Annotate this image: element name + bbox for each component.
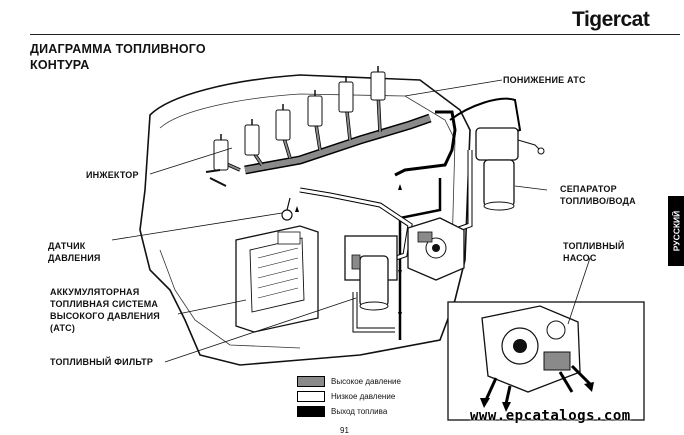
language-side-tab-label: РУССКИЙ: [671, 210, 681, 252]
legend-swatch-high: [297, 376, 325, 387]
engine-block-outline: [139, 74, 471, 366]
legend-swatch-low: [297, 391, 325, 402]
label-fuel-pump-line2: НАСОС: [563, 253, 597, 263]
legend-swatch-return: [297, 406, 325, 417]
legend-item-fuel-return: Выход топлива: [297, 406, 401, 417]
label-separator-line2: ТОПЛИВО/ВОДА: [560, 196, 636, 206]
brand-logo: Tigercat: [572, 8, 650, 31]
legend-label-high: Высокое давление: [331, 376, 401, 386]
pump-detail-drawing: [480, 305, 594, 412]
watermark-link[interactable]: www.epcatalogs.com: [470, 408, 631, 424]
page-title-line1: ДИАГРАММА ТОПЛИВНОГО: [30, 42, 206, 56]
fuel-pump-mounted: [407, 217, 465, 281]
legend-item-high-pressure: Высокое давление: [297, 376, 401, 387]
label-pressure-sensor-line2: ДАВЛЕНИЯ: [48, 253, 101, 263]
injectors: [213, 71, 386, 171]
legend-label-low: Низкое давление: [331, 391, 396, 401]
fuel-rail: [244, 115, 431, 173]
ecu-module: [235, 225, 319, 333]
page-title-line2: КОНТУРА: [30, 58, 90, 72]
return-line: [394, 110, 457, 177]
label-fuel-filter: ТОПЛИВНЫЙ ФИЛЬТР: [50, 357, 154, 367]
fuel-filter: [344, 235, 398, 311]
label-atc-system: АККУМУЛЯТОРНАЯ ТОПЛИВНАЯ СИСТЕМА ВЫСОКОГ…: [50, 286, 160, 334]
label-atc-line4: (АТС): [50, 323, 76, 333]
label-atc-line3: ВЫСОКОГО ДАВЛЕНИЯ: [50, 311, 160, 321]
label-separator-line1: СЕПАРАТОР: [560, 184, 617, 194]
legend-item-low-pressure: Низкое давление: [297, 391, 401, 402]
label-atc-drop: ПОНИЖЕНИЕ АТС: [503, 75, 586, 85]
label-atc-line1: АККУМУЛЯТОРНАЯ: [50, 287, 140, 297]
label-separator: СЕПАРАТОР ТОПЛИВО/ВОДА: [560, 183, 636, 207]
label-fuel-pump-line1: ТОПЛИВНЫЙ: [563, 241, 625, 251]
page-title: ДИАГРАММА ТОПЛИВНОГО КОНТУРА: [30, 41, 270, 73]
label-injector: ИНЖЕКТОР: [86, 170, 139, 180]
label-fuel-pump: ТОПЛИВНЫЙ НАСОС: [563, 240, 625, 264]
legend: Высокое давление Низкое давление Выход т…: [297, 376, 401, 417]
leader-lines: [111, 79, 591, 363]
language-side-tab[interactable]: РУССКИЙ: [668, 196, 684, 266]
label-pressure-sensor: ДАТЧИК ДАВЛЕНИЯ: [48, 240, 101, 264]
label-pressure-sensor-line1: ДАТЧИК: [48, 241, 86, 251]
page-number: 91: [340, 426, 349, 435]
fuel-water-separator: [475, 127, 545, 211]
pressure-sensor: [281, 209, 293, 221]
legend-label-return: Выход топлива: [331, 406, 388, 416]
header-divider: [30, 34, 680, 35]
label-atc-line2: ТОПЛИВНАЯ СИСТЕМА: [50, 299, 159, 309]
